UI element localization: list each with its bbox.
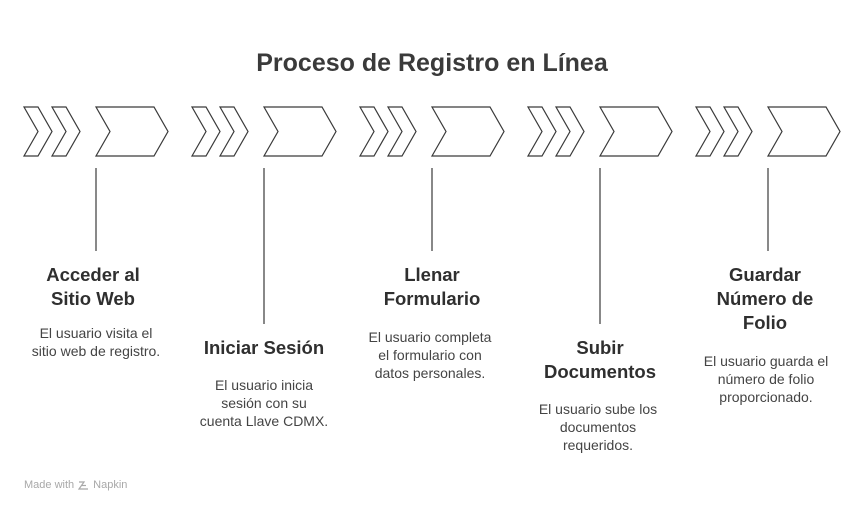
step-1-chevron-small-1 bbox=[22, 106, 53, 157]
step-title-3: Llenar Formulario bbox=[383, 264, 481, 309]
step-title-2: Iniciar Sesión bbox=[203, 337, 325, 358]
step-2-chevron-small-1 bbox=[190, 106, 221, 157]
step-4-chevron-small-2 bbox=[554, 106, 585, 157]
step-title-5: Guardar Número de Folio bbox=[716, 264, 814, 333]
footer-prefix: Made with bbox=[24, 479, 75, 491]
footer-credit: Made with Napkin bbox=[24, 479, 127, 491]
step-description-2: El usuario inicia sesión con su cuenta L… bbox=[199, 377, 329, 429]
step-description-5: El usuario guarda el número de folio pro… bbox=[703, 353, 829, 405]
step-5-chevron-small-1 bbox=[694, 106, 725, 157]
napkin-logo-icon bbox=[77, 480, 89, 491]
step-1-chevron-small-2 bbox=[50, 106, 81, 157]
step-5-chevron-large bbox=[766, 106, 841, 157]
step-4-chevron-large bbox=[598, 106, 673, 157]
step-2-chevron-large bbox=[262, 106, 337, 157]
step-3-chevron-large bbox=[430, 106, 505, 157]
footer-brand: Napkin bbox=[93, 479, 128, 491]
step-description-1: El usuario visita el sitio web de regist… bbox=[31, 325, 161, 359]
step-title-1: Acceder al Sitio Web bbox=[46, 264, 140, 309]
step-1-chevron-large bbox=[94, 106, 169, 157]
step-description-3: El usuario completa el formulario con da… bbox=[368, 329, 492, 381]
step-3-chevron-small-1 bbox=[358, 106, 389, 157]
step-4-chevron-small-1 bbox=[526, 106, 557, 157]
step-3-chevron-small-2 bbox=[386, 106, 417, 157]
step-title-4: Subir Documentos bbox=[543, 337, 657, 382]
step-description-4: El usuario sube los documentos requerido… bbox=[538, 401, 658, 453]
step-2-chevron-small-2 bbox=[218, 106, 249, 157]
page-title: Proceso de Registro en Línea bbox=[256, 49, 608, 77]
step-5-chevron-small-2 bbox=[722, 106, 753, 157]
